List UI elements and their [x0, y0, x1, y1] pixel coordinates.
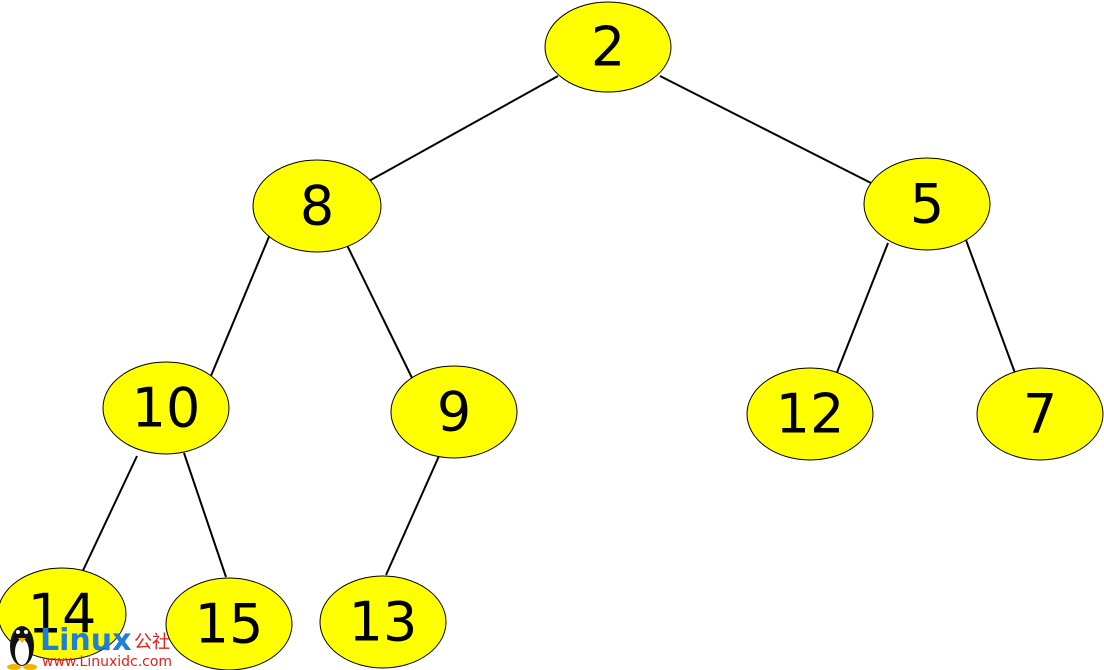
tree-node-label: 12: [776, 383, 845, 446]
watermark-url: www.Linuxidc.com: [42, 654, 172, 670]
tree-node-shape: [544, 1, 672, 93]
watermark-brand: Linux: [40, 623, 131, 658]
tree-node-label: 2: [591, 16, 625, 79]
tree-node-15: 15: [165, 577, 293, 670]
tree-node-shape: [102, 361, 230, 455]
tree-node-shape: [746, 367, 874, 461]
tree-node-shape: [319, 575, 447, 669]
tree-node-12: 12: [746, 367, 874, 461]
tree-edge-n5-n7: [965, 239, 1016, 374]
tree-edge-n2-n5: [659, 75, 874, 185]
tree-node-10: 10: [102, 361, 230, 455]
tree-node-label: 7: [1023, 383, 1057, 446]
watermark: Linux 公社 www.Linuxidc.com: [7, 623, 172, 670]
edges-layer: [78, 75, 1016, 580]
penguin-icon: [7, 626, 37, 670]
tree-node-label: 10: [132, 377, 201, 440]
tree-node-label: 13: [349, 591, 418, 654]
tree-edge-n8-n10: [207, 231, 272, 384]
tree-node-shape: [165, 577, 293, 670]
tree-edge-n9-n13: [385, 455, 440, 576]
tree-node-label: 15: [195, 593, 264, 656]
tree-edge-n5-n12: [833, 242, 889, 381]
tree-node-label: 9: [437, 381, 471, 444]
tree-node-8: 8: [252, 159, 382, 253]
tree-node-shape: [390, 365, 518, 459]
tree-node-14: 14: [0, 567, 127, 661]
watermark-brand-suffix: 公社: [134, 632, 170, 653]
tree-node-label: 8: [300, 175, 334, 238]
tree-node-9: 9: [390, 365, 518, 459]
tree-node-2: 2: [544, 1, 672, 93]
tree-edge-n8-n9: [343, 238, 415, 383]
tree-node-label: 5: [910, 173, 944, 236]
tree-edge-n2-n8: [368, 75, 559, 182]
tree-node-shape: [976, 367, 1104, 461]
tree-node-7: 7: [976, 367, 1104, 461]
tree-node-5: 5: [863, 157, 991, 251]
tree-node-shape: [863, 157, 991, 251]
tree-node-label: 14: [28, 583, 97, 646]
tree-edge-n10-n15: [183, 452, 227, 578]
tree-edge-n10-n14: [78, 455, 138, 580]
tree-node-shape: [252, 159, 382, 253]
tree-node-13: 13: [319, 575, 447, 669]
